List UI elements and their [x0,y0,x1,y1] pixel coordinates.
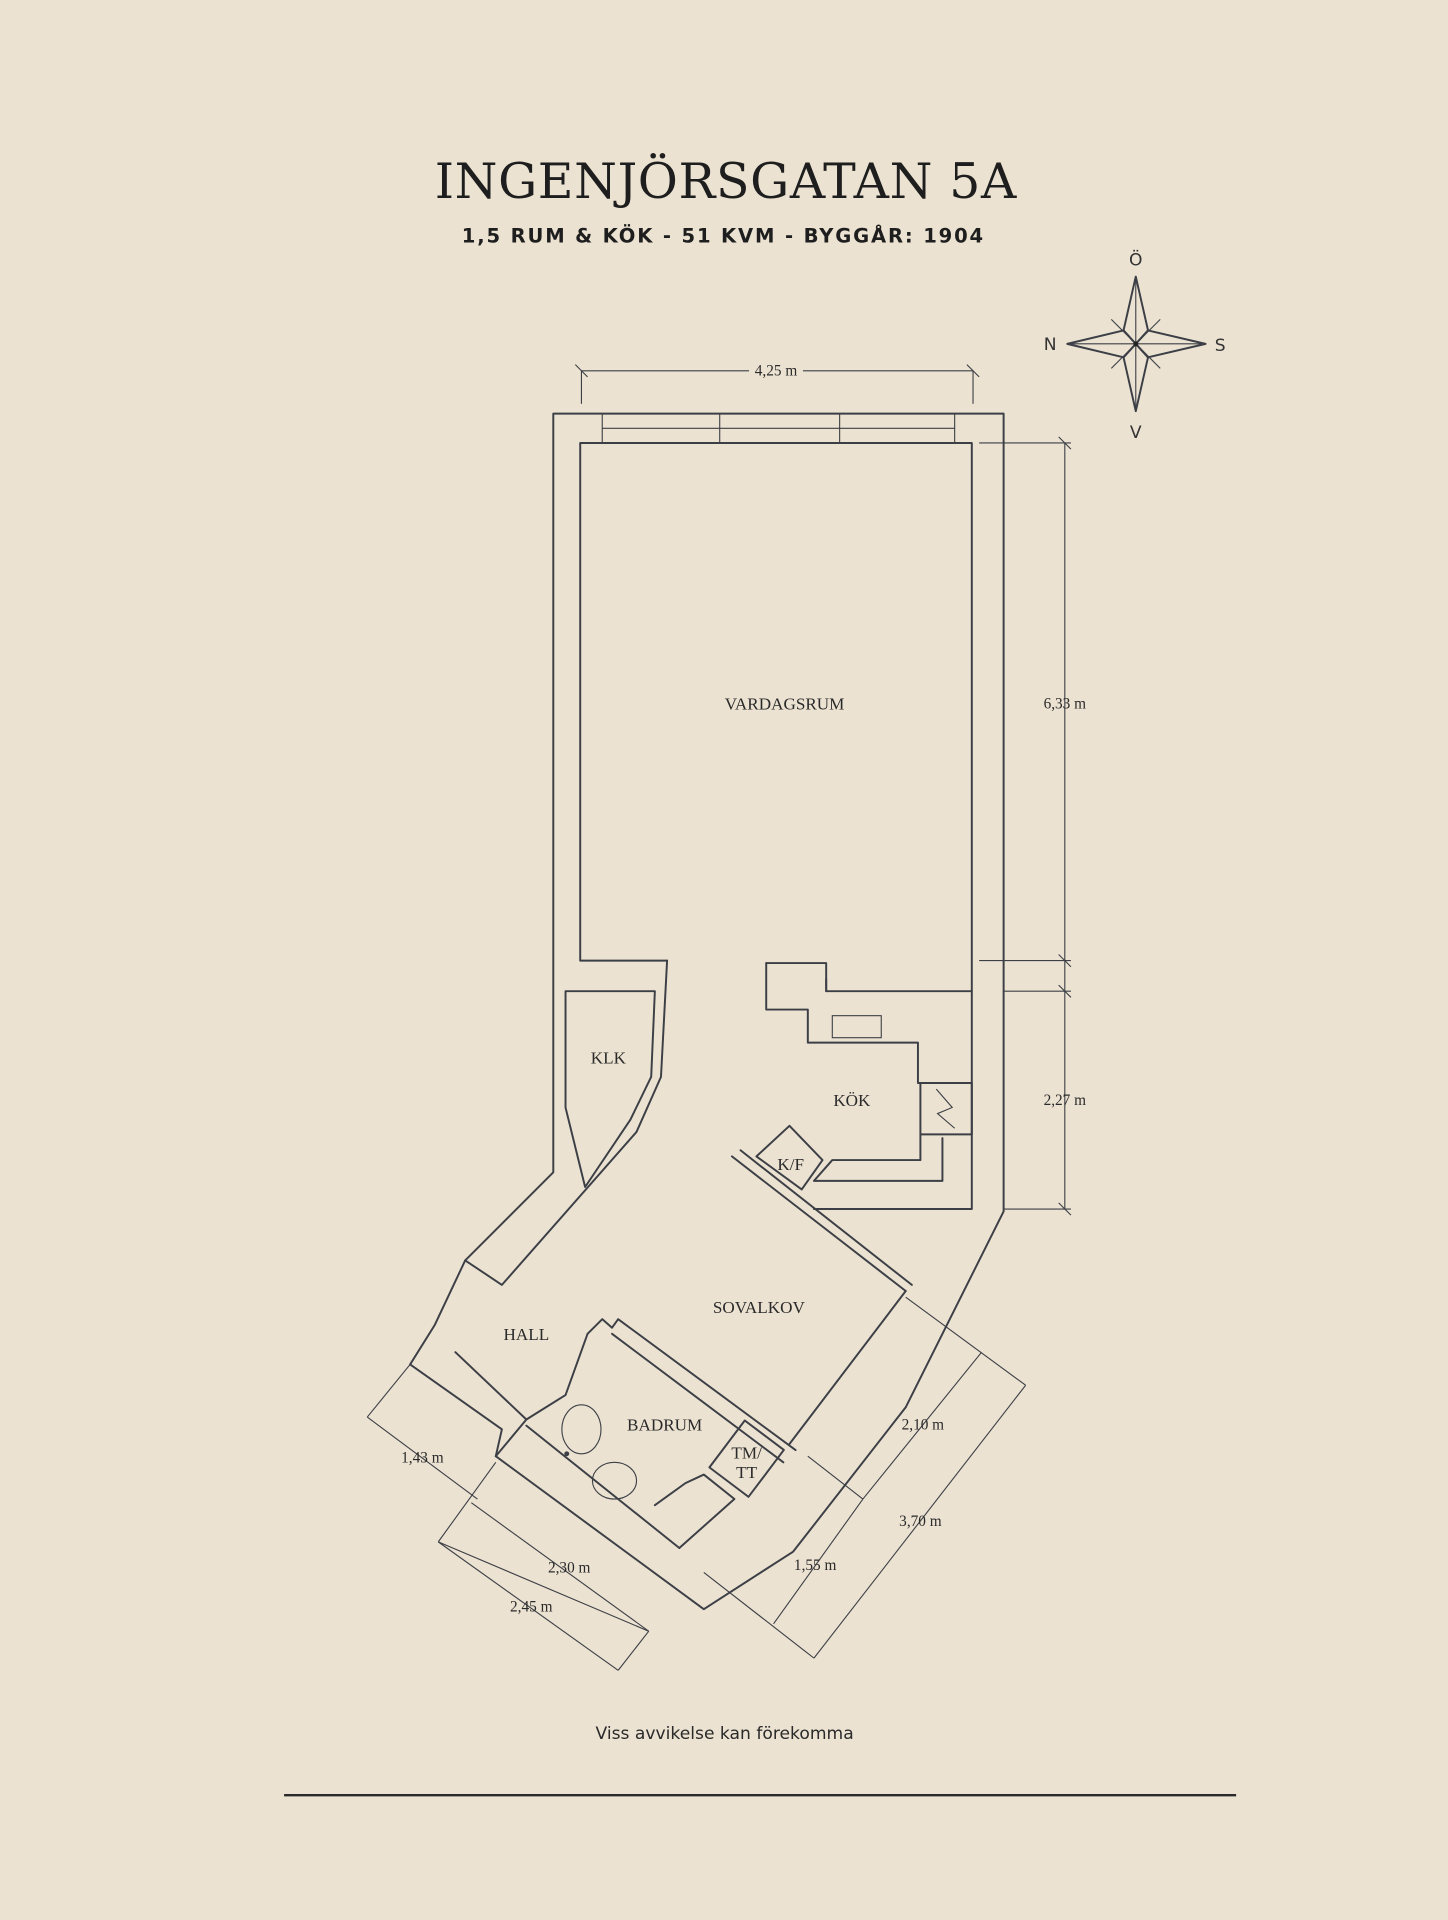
dim-1-43: 1,43 m [401,1449,444,1466]
dim-2-30: 2,30 m [548,1559,591,1576]
dim-living-depth: 6,33 m [1044,696,1087,713]
page-subtitle: 1,5 RUM & KÖK - 51 KVM - BYGGÅR: 1904 [462,223,985,247]
room-label-tm: TM/ [731,1444,762,1463]
compass-north-label: N [1044,335,1057,355]
toilet-icon [561,1404,602,1455]
compass-south-label: S [1215,336,1226,356]
dim-2-10: 2,10 m [902,1416,945,1433]
room-label-vardagsrum: VARDAGSRUM [725,695,845,714]
dim-kitchen-depth: 2,27 m [1044,1092,1087,1109]
room-label-badrum: BADRUM [627,1416,702,1435]
dim-3-70: 3,70 m [899,1513,942,1530]
walls [409,412,1005,1611]
page-title: INGENJÖRSGATAN 5A [435,153,1017,210]
room-label-hall: HALL [504,1325,550,1344]
room-label-kok: KÖK [833,1091,871,1110]
compass-east-label: Ö [1129,249,1142,271]
room-label-tt: TT [736,1463,757,1482]
compass-rose-icon [1066,275,1207,413]
room-label-sovalkov: SOVALKOV [713,1298,806,1317]
sink-icon [591,1461,638,1500]
room-label-kf: K/F [777,1155,804,1174]
dim-2-45: 2,45 m [510,1599,553,1616]
dimension-lines [366,364,1072,1671]
dim-top-width: 4,25 m [755,363,798,380]
room-label-klk: KLK [591,1048,627,1067]
compass-west-label: V [1130,423,1142,443]
dim-1-55: 1,55 m [794,1557,837,1574]
disclaimer-text: Viss avvikelse kan förekomma [596,1724,854,1744]
